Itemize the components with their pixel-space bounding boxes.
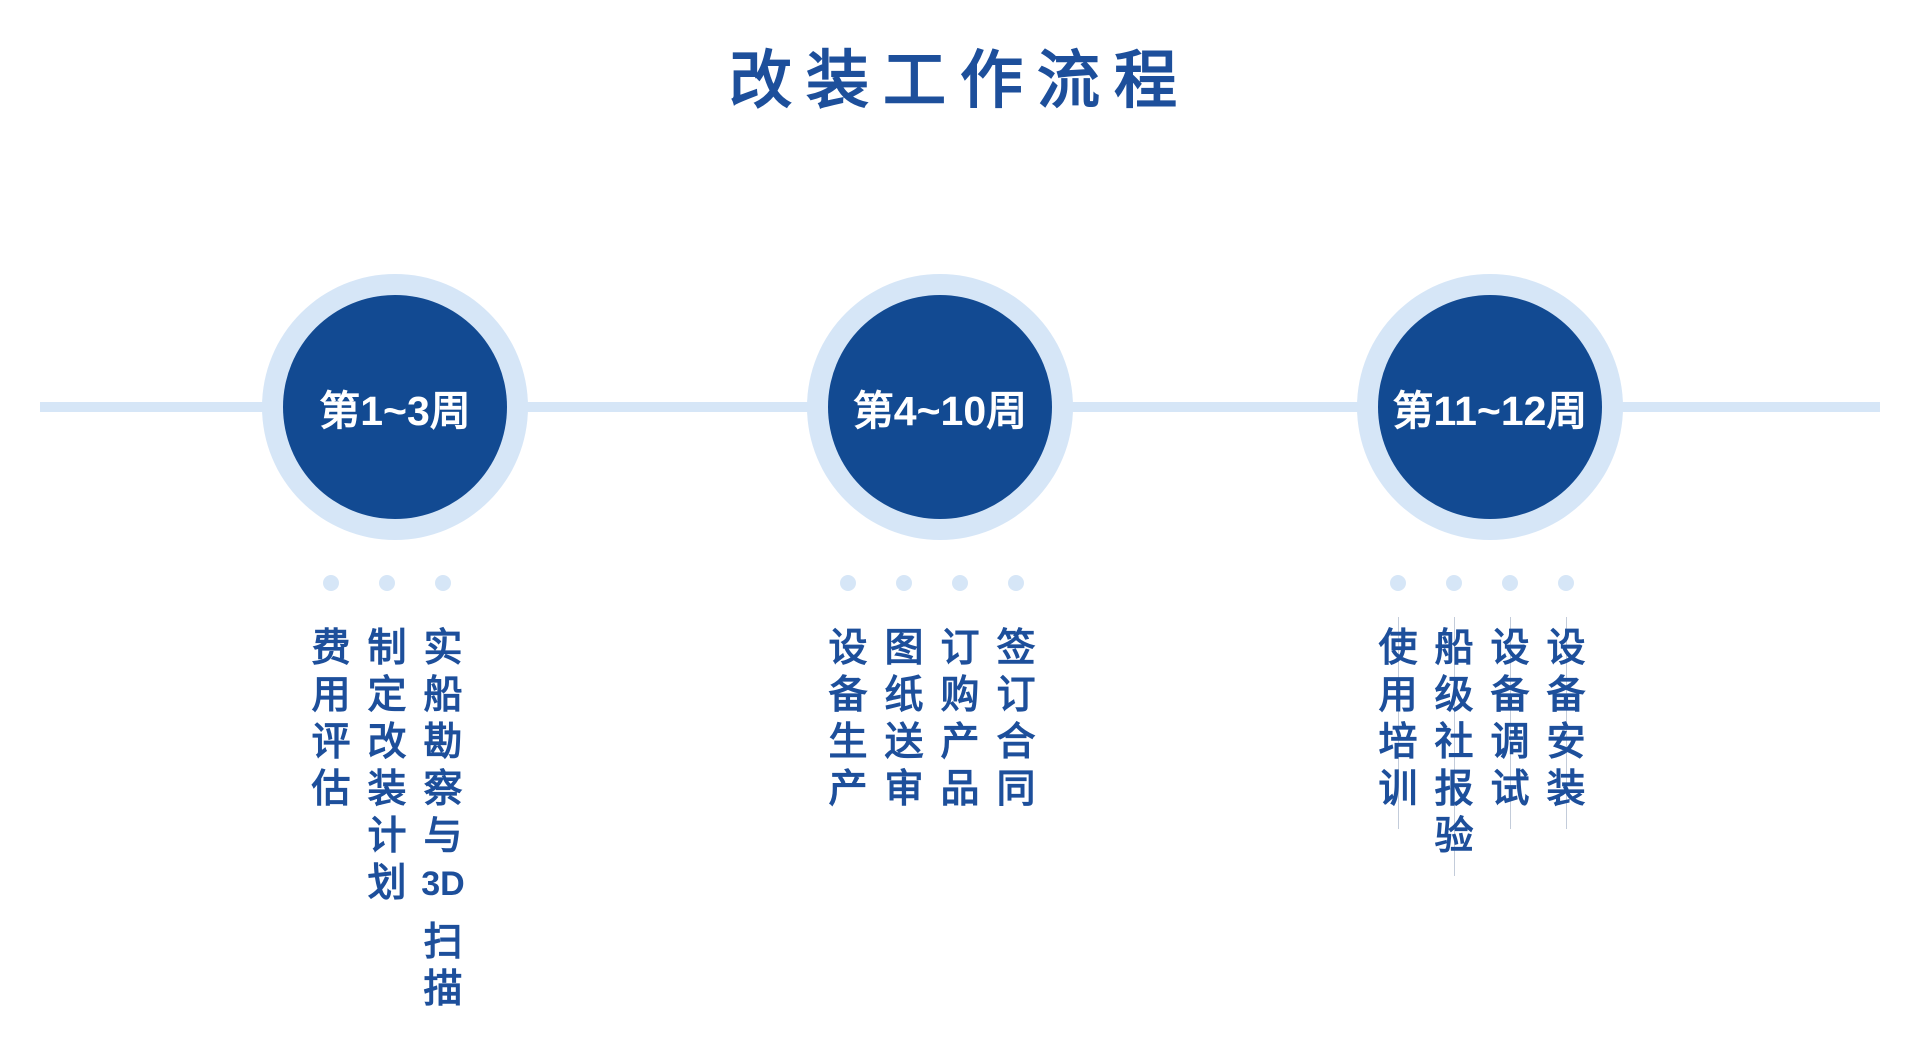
step-item-char: 装 — [1546, 768, 1586, 811]
step-item-char: 级 — [1434, 674, 1474, 717]
bullet-dot — [1446, 575, 1462, 591]
step-item-char: 设 — [1546, 627, 1586, 670]
step-item-column: 使用培训 — [1375, 575, 1421, 829]
step-item-char: 船 — [423, 674, 463, 717]
step-item-char: 船 — [1434, 627, 1474, 670]
step-item-char: 描 — [423, 968, 463, 1011]
week-circle-halo: 第11~12周 — [1357, 274, 1623, 540]
step-item-char: 品 — [940, 768, 980, 811]
bullet-dot — [1008, 575, 1024, 591]
step-item-char: 划 — [367, 862, 407, 905]
bullet-dot — [952, 575, 968, 591]
step-item-char: 培 — [1378, 721, 1418, 764]
step-item-char: 使 — [1378, 627, 1418, 670]
step-item-char: 用 — [311, 674, 351, 717]
week-circle-halo: 第1~3周 — [262, 274, 528, 540]
step-item-column: 图纸送审 — [881, 575, 927, 813]
step-item-char: 定 — [367, 674, 407, 717]
step-item-char: 订 — [996, 674, 1036, 717]
step-item-char: 备 — [828, 674, 868, 717]
step-item-char: 图 — [884, 627, 924, 670]
column-hairline — [1398, 617, 1399, 829]
step-item-column: 设备调试 — [1487, 575, 1533, 829]
step-item-char: 试 — [1490, 768, 1530, 811]
week-circle: 第1~3周 — [283, 295, 507, 519]
step-item-char: 设 — [1490, 627, 1530, 670]
step-item-column: 制定改装计划 — [364, 575, 410, 907]
week-label: 第11~12周 — [1392, 388, 1588, 434]
bullet-dot — [379, 575, 395, 591]
bullet-dot — [840, 575, 856, 591]
step-item-char: 送 — [884, 721, 924, 764]
week-label: 第1~3周 — [319, 388, 471, 434]
column-hairline — [1510, 617, 1511, 829]
step-item-char: 用 — [1378, 674, 1418, 717]
step-item-char: 报 — [1434, 768, 1474, 811]
bullet-dot — [1502, 575, 1518, 591]
step-item-char: 备 — [1490, 674, 1530, 717]
step-item-char: 生 — [828, 721, 868, 764]
step-item-char: 评 — [311, 721, 351, 764]
week-label: 第4~10周 — [852, 388, 1028, 434]
step-item-char: 产 — [828, 768, 868, 811]
step-item-column: 签订合同 — [993, 575, 1039, 813]
step-item-char: 验 — [1434, 815, 1474, 858]
step-item-column: 费用评估 — [308, 575, 354, 813]
step-item-column: 实船勘察与 3D 扫描 — [420, 575, 466, 1013]
week-circle: 第4~10周 — [828, 295, 1052, 519]
step-item-char: 扫 — [423, 921, 463, 964]
step-item-char: 勘 — [423, 721, 463, 764]
step-item-char: 与 — [423, 815, 463, 858]
step-item-char: 制 — [367, 627, 407, 670]
step-item-column: 船级社报验 — [1431, 575, 1477, 876]
step-item-char: 3D — [421, 864, 465, 903]
step-item-char: 备 — [1546, 674, 1586, 717]
step-item-char: 购 — [940, 674, 980, 717]
step-item-char: 设 — [828, 627, 868, 670]
step-item-char: 改 — [367, 721, 407, 764]
step-item-char: 安 — [1546, 721, 1586, 764]
step-item-char: 纸 — [884, 674, 924, 717]
step-item-column: 设备生产 — [825, 575, 871, 813]
bullet-dot — [1390, 575, 1406, 591]
step-item-char: 调 — [1490, 721, 1530, 764]
bullet-dot — [1558, 575, 1574, 591]
step-item-char: 察 — [423, 768, 463, 811]
week-circle-halo: 第4~10周 — [807, 274, 1073, 540]
step-item-char: 合 — [996, 721, 1036, 764]
step-item-char: 审 — [884, 768, 924, 811]
step-item-char: 估 — [311, 768, 351, 811]
step-item-char: 产 — [940, 721, 980, 764]
step-item-char: 订 — [940, 627, 980, 670]
step-item-char: 签 — [996, 627, 1036, 670]
step-items: 使用培训船级社报验设备调试设备安装 — [1375, 575, 1589, 876]
step-item-char: 装 — [367, 768, 407, 811]
bullet-dot — [896, 575, 912, 591]
step-item-char: 实 — [423, 627, 463, 670]
step-item-char: 同 — [996, 768, 1036, 811]
step-item-column: 订购产品 — [937, 575, 983, 813]
column-hairline — [1566, 617, 1567, 829]
week-circle: 第11~12周 — [1378, 295, 1602, 519]
step-item-column: 设备安装 — [1543, 575, 1589, 829]
step-item-char: 训 — [1378, 768, 1418, 811]
step-items: 设备生产图纸送审订购产品签订合同 — [825, 575, 1039, 813]
step-item-char: 社 — [1434, 721, 1474, 764]
step-item-char: 费 — [311, 627, 351, 670]
bullet-dot — [435, 575, 451, 591]
column-hairline — [1454, 617, 1455, 876]
step-item-char: 计 — [367, 815, 407, 858]
bullet-dot — [323, 575, 339, 591]
page-title: 改装工作流程 — [729, 46, 1191, 116]
